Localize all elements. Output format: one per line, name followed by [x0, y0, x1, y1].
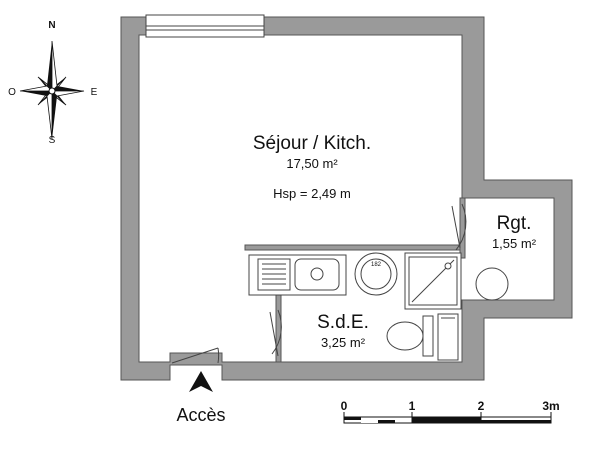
- doors: [171, 203, 467, 364]
- water-heater-label: 182: [371, 262, 382, 268]
- compass-star-icon: [19, 40, 85, 140]
- sde-left-wall: [275, 294, 282, 363]
- storage-appliance: [475, 267, 509, 301]
- entry-door-leaf: [171, 347, 219, 364]
- sde-top-wall: [244, 244, 463, 251]
- scale-tick-3: 3m: [542, 399, 559, 413]
- scale-tick-0: 0: [341, 399, 348, 413]
- scale-bar: 0 1 2 3m: [341, 399, 560, 424]
- entry-label: Accès: [176, 405, 225, 425]
- room-sejour-height: Hsp = 2,49 m: [273, 186, 351, 201]
- room-sde-area: 3,25 m²: [321, 335, 366, 350]
- room-sde-name: S.d.E.: [317, 312, 369, 333]
- room-rgt-area: 1,55 m²: [492, 236, 537, 251]
- scale-tick-1: 1: [409, 399, 416, 413]
- appliance-circle-icon: [475, 267, 509, 301]
- entry-arrow-icon: [189, 371, 213, 392]
- room-rgt-name: Rgt.: [497, 213, 532, 234]
- scale-tick-2: 2: [478, 399, 485, 413]
- window: [145, 14, 265, 38]
- rgt-left-wall: [459, 197, 466, 259]
- walls: [120, 16, 573, 381]
- compass-south-label: S: [49, 135, 56, 146]
- room-sejour: Séjour / Kitch. 17,50 m² Hsp = 2,49 m: [253, 133, 371, 201]
- toilet-icon: [386, 321, 424, 351]
- room-rgt: Rgt. 1,55 m²: [492, 213, 537, 251]
- shower: [404, 252, 462, 310]
- water-heater: 182: [354, 252, 398, 296]
- compass-west-label: O: [8, 87, 16, 98]
- kitchen-counter: [248, 254, 347, 296]
- toilet: [386, 313, 459, 361]
- room-sejour-area: 17,50 m²: [286, 156, 338, 171]
- sde-door-leaf: [269, 311, 279, 357]
- compass-north-label: N: [48, 20, 55, 31]
- room-sde: S.d.E. 3,25 m²: [317, 312, 369, 350]
- toilet-cistern-icon: [437, 313, 459, 361]
- compass-rose: N S E O: [8, 20, 98, 146]
- rgt-door-leaf: [451, 205, 461, 249]
- entry-marker: Accès: [176, 371, 226, 425]
- compass-east-label: E: [91, 87, 98, 98]
- room-sejour-name: Séjour / Kitch.: [253, 133, 371, 154]
